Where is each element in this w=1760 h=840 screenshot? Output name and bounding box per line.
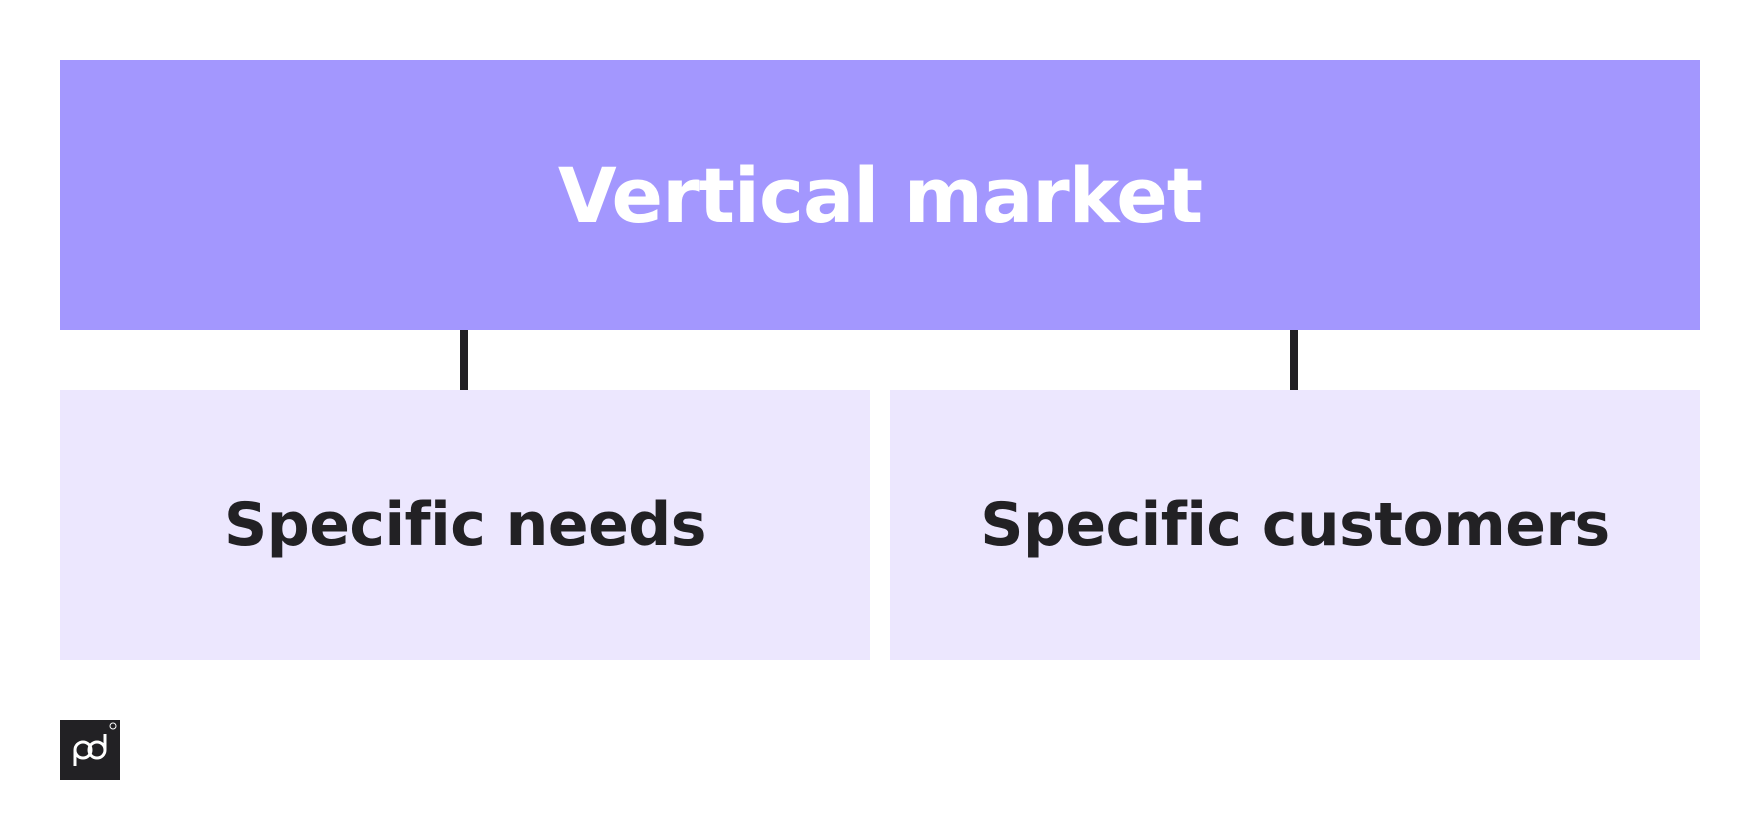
connector-line-left: [460, 330, 468, 390]
child-node-label: Specific needs: [224, 490, 706, 560]
child-node-specific-needs: Specific needs: [60, 390, 870, 660]
child-node-specific-customers: Specific customers: [890, 390, 1700, 660]
pandadoc-logo-icon: [60, 720, 120, 780]
child-node-label: Specific customers: [980, 490, 1610, 560]
connector-line-right: [1290, 330, 1298, 390]
root-node-vertical-market: Vertical market: [60, 60, 1700, 330]
root-node-label: Vertical market: [557, 150, 1203, 240]
